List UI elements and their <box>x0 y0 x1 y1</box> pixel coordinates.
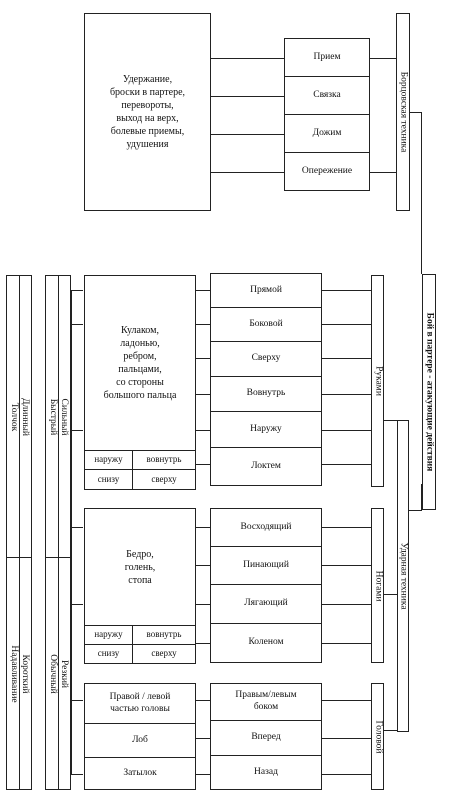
legs-category-box: Ногами <box>371 508 384 663</box>
connector-legs-items <box>196 604 210 605</box>
connector-quality-link <box>71 604 83 605</box>
hands-item-box: Прямой <box>210 273 322 308</box>
wrestling-item-box: Опережение <box>284 152 370 191</box>
hands-item-box: Локтем <box>210 447 322 486</box>
connector-hands-items <box>196 430 210 431</box>
connector-legs-items <box>196 565 210 566</box>
hands-cell-outward: наружу <box>84 450 133 470</box>
striking-box: Ударная техника <box>397 420 409 732</box>
connector-hands-category <box>321 464 371 465</box>
root-label: Бой в партере - атакующие действия <box>424 312 435 472</box>
connector-hands-category <box>321 290 371 291</box>
wrestling-item-box: Прием <box>284 38 370 77</box>
connector-legs-striking <box>383 594 397 595</box>
hands-item-box: Боковой <box>210 307 322 342</box>
hands-description-box: Кулаком, ладонью, ребром, пальцами, со с… <box>84 275 196 451</box>
connector-root-striking <box>409 510 422 511</box>
connector-top-items-category <box>369 172 396 173</box>
legs-cell-outward: наружу <box>84 625 133 645</box>
connector-hands-items <box>196 394 210 395</box>
connector-head-category <box>321 738 371 739</box>
connector-hands-striking <box>383 420 397 421</box>
connector-quality-link <box>71 700 83 701</box>
connector-legs-category <box>321 565 371 566</box>
connector-quality-link <box>71 290 83 291</box>
connector-legs-items <box>196 643 210 644</box>
striking-label: Ударная техника <box>398 542 409 610</box>
hands-cell-above: сверху <box>132 469 196 490</box>
connector-head-category <box>321 774 371 775</box>
legs-item-box: Восходящий <box>210 508 322 547</box>
legs-cell-inward: вовнутрь <box>132 625 196 645</box>
connector-hands-category <box>321 394 371 395</box>
connector-top-desc-items <box>210 172 284 173</box>
wrestling-category-label: Борцовская техника <box>398 71 409 153</box>
wrestling-item-box: Дожим <box>284 114 370 153</box>
head-item-box: Вперед <box>210 720 322 756</box>
legs-item-box: Пинающий <box>210 546 322 585</box>
connector-hands-items <box>196 324 210 325</box>
connector-hands-category <box>321 430 371 431</box>
connector-legs-category <box>321 527 371 528</box>
connector-top-desc-items <box>210 134 284 135</box>
hands-item-box: Наружу <box>210 411 322 448</box>
legs-item-box: Коленом <box>210 623 322 663</box>
connector-wrestling-root <box>409 112 422 113</box>
head-part-box: Лоб <box>84 723 196 758</box>
hands-item-box: Сверху <box>210 341 322 377</box>
root-box: Бой в партере - атакующие действия <box>422 274 436 510</box>
connector-legs-category <box>321 604 371 605</box>
legs-category-label: Ногами <box>372 570 383 601</box>
hands-category-label: Руками <box>372 366 383 396</box>
connector-head-striking <box>383 730 397 731</box>
legs-cell-below: снизу <box>84 644 133 664</box>
head-item-box: Назад <box>210 755 322 790</box>
connector-hands-items <box>196 358 210 359</box>
connector-quality-link <box>71 430 83 431</box>
legs-cell-above: сверху <box>132 644 196 664</box>
connector-hands-items <box>196 290 210 291</box>
hands-cell-below: снизу <box>84 469 133 490</box>
hands-cell-inward: вовнутрь <box>132 450 196 470</box>
connector-head-items <box>196 738 210 739</box>
head-part-box: Затылок <box>84 757 196 790</box>
connector-root-striking <box>421 484 422 511</box>
connector-head-category <box>321 700 371 701</box>
wrestling-category-box: Борцовская техника <box>396 13 410 211</box>
connector-quality-link <box>71 774 83 775</box>
wrestling-item-box: Связка <box>284 76 370 115</box>
connector-legs-items <box>196 527 210 528</box>
legs-item-box: Лягающий <box>210 584 322 624</box>
connector-legs-category <box>321 643 371 644</box>
wrestling-description-box: Удержание, броски в партере, перевороты,… <box>84 13 211 211</box>
head-item-box: Правым/левым боком <box>210 683 322 721</box>
connector-top-items-category <box>369 58 396 59</box>
connector-head-items <box>196 774 210 775</box>
connector-top-desc-items <box>210 96 284 97</box>
connector-head-items <box>196 700 210 701</box>
connector-hands-category <box>321 358 371 359</box>
head-category-label: Головой <box>372 719 383 754</box>
connector-hands-category <box>321 324 371 325</box>
connector-quality-link <box>71 527 83 528</box>
quality-divider <box>58 275 59 790</box>
connector-wrestling-root <box>421 112 422 274</box>
head-category-box: Головой <box>371 683 384 790</box>
legs-description-box: Бедро, голень, стопа <box>84 508 196 626</box>
connector-hands-items <box>196 464 210 465</box>
quality-divider <box>19 275 20 790</box>
connector-quality-bus <box>71 290 72 775</box>
hands-item-box: Вовнутрь <box>210 376 322 412</box>
connector-quality-link <box>71 324 83 325</box>
connector-top-desc-items <box>210 58 284 59</box>
hands-category-box: Руками <box>371 275 384 487</box>
head-part-box: Правой / левой частью головы <box>84 683 196 724</box>
